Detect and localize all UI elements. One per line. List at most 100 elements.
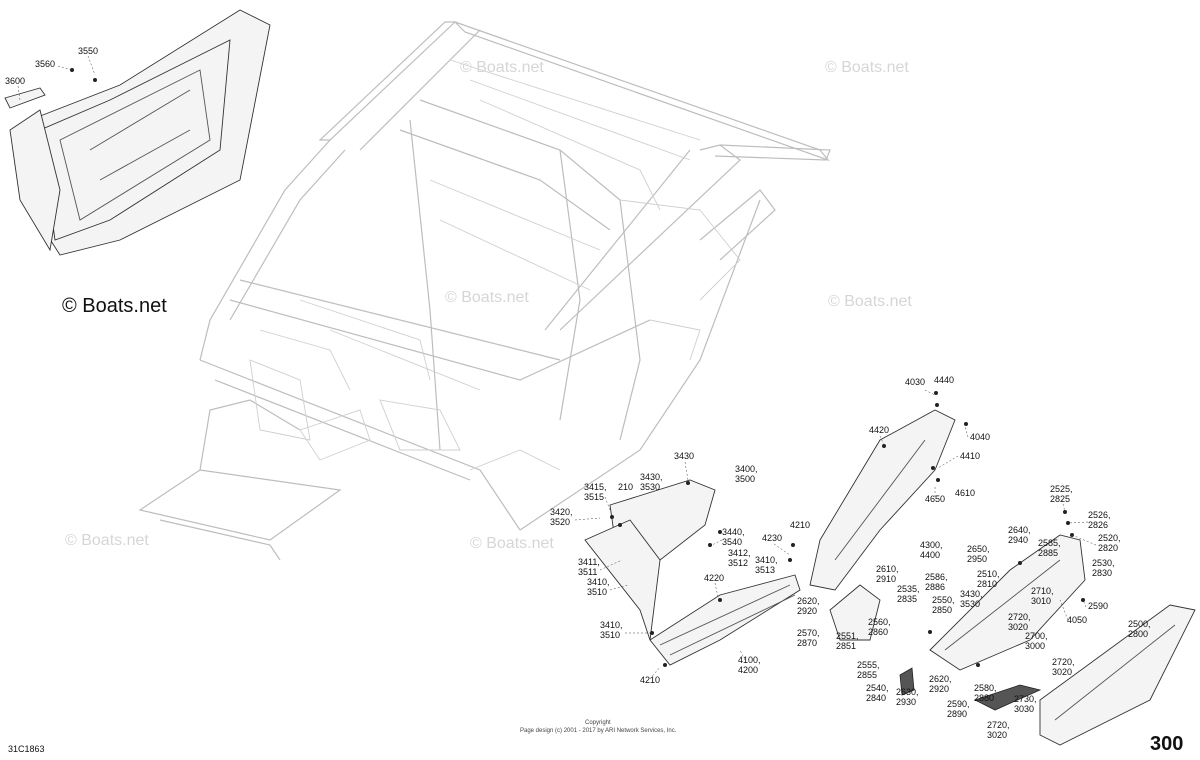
callout-label: 2885 [1038, 548, 1058, 558]
chassis-frame-drawing [138, 21, 831, 561]
callout-label: 3430 [674, 451, 694, 461]
callout-label: 2550, [932, 595, 955, 605]
callout-label: 4400 [920, 550, 940, 560]
callout-label: 3411, [578, 557, 600, 567]
callout-label: 2850 [932, 605, 952, 615]
callout-label: 2586, [925, 572, 948, 582]
callout-label: 3513 [755, 565, 775, 575]
callout-label: 3550 [78, 46, 98, 56]
callout-label: 2560, [868, 617, 891, 627]
callout-label: 2800 [1128, 629, 1148, 639]
callout-label: 4300, [920, 540, 943, 550]
callout-label: 2500, [1128, 619, 1151, 629]
diagram-reference-code: 31C1863 [8, 744, 45, 754]
callout-label: 4610 [955, 488, 975, 498]
watermark-main: © Boats.net [62, 295, 167, 317]
callout-labels: 3550 3560 3600 3430 3400, 3500 3415, 351… [5, 46, 1151, 740]
callout-label: 2950 [967, 554, 987, 564]
callout-label: 3511 [578, 567, 597, 577]
watermark-faded-5: © Boats.net [65, 532, 149, 549]
callout-label: 2886 [925, 582, 945, 592]
callout-label: 3530 [640, 482, 660, 492]
callout-label: 3500 [735, 474, 755, 484]
callout-label: 4040 [970, 432, 990, 442]
callout-label: 3520 [550, 517, 570, 527]
callout-label: 3020 [1008, 622, 1028, 632]
watermark-faded-6: © Boats.net [470, 535, 554, 552]
callout-label: 4220 [704, 573, 724, 583]
callout-label: 2940 [1008, 535, 1028, 545]
callout-label: 2860 [868, 627, 888, 637]
callout-label: 3020 [987, 730, 1007, 740]
callout-label: 4410 [960, 451, 980, 461]
callout-label: 2826 [1088, 520, 1108, 530]
callout-label: 2730, [1014, 694, 1037, 704]
callout-label: 3540 [722, 537, 742, 547]
callout-label: 2590 [1088, 601, 1108, 611]
right-door-assembly [829, 510, 1196, 746]
callout-label: 2920 [797, 606, 817, 616]
callout-label: 2870 [797, 638, 817, 648]
callout-label: 2580, [974, 683, 997, 693]
callout-label: 2620, [797, 596, 820, 606]
callout-label: 3020 [1052, 667, 1072, 677]
callout-label: 3410, [600, 620, 623, 630]
callout-label: 3560 [35, 59, 55, 69]
callout-label: 3400, [735, 464, 758, 474]
callout-label: 2820 [1098, 543, 1118, 553]
callout-label: 2555, [857, 660, 880, 670]
callout-label: 2520, [1098, 533, 1121, 543]
page-number: 300 [1150, 733, 1183, 755]
callout-label: 2526, [1088, 510, 1111, 520]
callout-label: 3415, [584, 482, 607, 492]
callout-label: 3420, [550, 507, 573, 517]
callout-label: 3430, [960, 589, 983, 599]
upper-right-panel [809, 391, 968, 591]
callout-label: 2530, [1092, 558, 1115, 568]
callout-label: 3515 [584, 492, 604, 502]
copyright-line-2: Page design (c) 2001 - 2017 by ARI Netwo… [520, 728, 677, 734]
callout-label: 4050 [1067, 615, 1087, 625]
leader-lines [17, 55, 1097, 680]
callout-label: 2700, [1025, 631, 1048, 641]
callout-label: 2810 [977, 579, 997, 589]
callout-label: 3010 [1031, 596, 1051, 606]
callout-label: 3410, [755, 555, 778, 565]
callout-label: 3510 [600, 630, 620, 640]
callout-label: 2720, [1052, 657, 1075, 667]
callout-label: 2720, [987, 720, 1010, 730]
callout-label: 2855 [857, 670, 877, 680]
callout-label: 2510, [977, 569, 1000, 579]
callout-label: 2910 [876, 574, 896, 584]
callout-label: 4440 [934, 375, 954, 385]
callout-label: 2570, [797, 628, 820, 638]
callout-label: 2835 [897, 594, 917, 604]
callout-label: 2525, [1050, 484, 1073, 494]
callout-label: 3510 [587, 587, 607, 597]
callout-label: 2710, [1031, 586, 1054, 596]
callout-label: 2825 [1050, 494, 1070, 504]
callout-label: 3412, [728, 548, 751, 558]
door-panel-assembly [4, 9, 271, 256]
callout-label: 2630, [896, 687, 919, 697]
left-side-panel-assembly [584, 479, 801, 667]
callout-label: 2830 [1092, 568, 1112, 578]
callout-label: 4650 [925, 494, 945, 504]
callout-label: 2840 [866, 693, 886, 703]
callout-label: 4200 [738, 665, 758, 675]
callout-label: 3430, [640, 472, 663, 482]
callout-label: 2650, [967, 544, 990, 554]
watermark-faded-4: © Boats.net [828, 293, 912, 310]
callout-label: 2610, [876, 564, 899, 574]
callout-label: 2620, [929, 674, 952, 684]
callout-label: 4030 [905, 377, 925, 387]
callout-label: 4420 [869, 425, 889, 435]
callout-label: 2590, [947, 699, 970, 709]
callout-label: 3410, [587, 577, 610, 587]
callout-label: 2880 [974, 693, 994, 703]
watermark-faded-1: © Boats.net [825, 59, 909, 76]
callout-label: 4100, [738, 655, 761, 665]
callout-label: 3030 [1014, 704, 1034, 714]
callout-label: 2930 [896, 697, 916, 707]
callout-label: 3600 [5, 76, 25, 86]
